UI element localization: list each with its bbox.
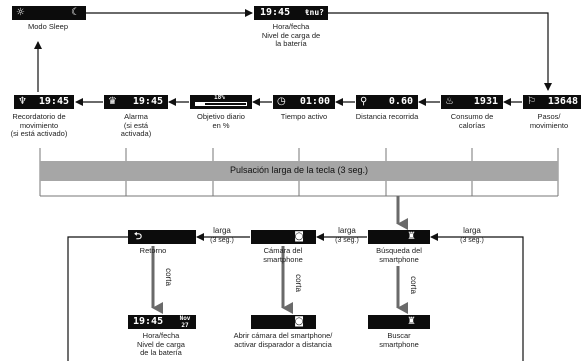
walking-icon: ⚐ bbox=[527, 96, 536, 107]
reminder-icon: ♆ bbox=[18, 96, 27, 107]
alarm-display: ♛ 19:45 bbox=[104, 95, 168, 109]
reminder-display: ♆ 19:45 bbox=[14, 95, 74, 109]
sleep-display: ☼ ☾ bbox=[12, 6, 86, 20]
calories-display: ♨ 1931 bbox=[441, 95, 503, 109]
larga-label-camera-back: larga (3 seg.) bbox=[210, 226, 234, 244]
battery-icon: ŧnu? bbox=[304, 8, 324, 17]
calories-icon: ♨ bbox=[445, 96, 454, 107]
goal-display: 18% bbox=[190, 94, 252, 109]
open-camera-display: ◙ bbox=[251, 315, 316, 329]
active-time-label: Tiempo activo bbox=[280, 112, 328, 121]
clock-icon: ◷ bbox=[277, 96, 286, 107]
camera-display: ◙ bbox=[251, 230, 316, 244]
larga-label-search-camera: larga (3 seg.) bbox=[335, 226, 359, 244]
long-press-bar bbox=[40, 161, 558, 181]
phone-search-icon: ♜ bbox=[407, 316, 416, 327]
goal-progress-track bbox=[195, 102, 247, 106]
back-label: Retorno bbox=[139, 246, 167, 255]
location-icon: ⚲ bbox=[360, 96, 368, 107]
corta-label-search: corta bbox=[409, 276, 418, 294]
arrow-back-to-reminder bbox=[67, 236, 128, 361]
time-date-top-label: Hora/fecha Nivel de carga de la batería bbox=[261, 22, 321, 48]
find-phone-display: ♜ bbox=[368, 315, 430, 329]
find-phone-label: Buscar smartphone bbox=[379, 331, 419, 349]
sleep-mode-label: Modo Sleep bbox=[27, 22, 69, 31]
camera-label: Cámara del smartphone bbox=[263, 246, 303, 264]
back-display: ⮌ bbox=[128, 230, 196, 244]
distance-display: ⚲ 0.60 bbox=[356, 95, 418, 109]
time-display-bottom: 19:45 Nov 27 bbox=[128, 315, 196, 329]
reminder-label: Recordatorio de movimiento (si está acti… bbox=[10, 112, 68, 138]
arrow-time-to-steps bbox=[328, 12, 552, 91]
distance-label: Distancia recorrida bbox=[355, 112, 419, 121]
time-date-bottom-label: Hora/fecha Nivel de carga de la batería bbox=[137, 331, 185, 357]
alarm-icon: ♛ bbox=[108, 96, 117, 107]
goal-progress-fill bbox=[196, 103, 205, 105]
camera-icon: ◙ bbox=[294, 316, 304, 327]
sun-icon: ☼ bbox=[16, 7, 25, 18]
arrow-loop-to-search bbox=[430, 233, 524, 361]
long-press-label: Pulsación larga de la tecla (3 seg.) bbox=[229, 165, 369, 175]
corta-label-camera: corta bbox=[294, 274, 303, 292]
search-label: Búsqueda del smartphone bbox=[376, 246, 422, 264]
date-battery-icon: Nov 27 bbox=[179, 315, 191, 329]
corta-label-back: corta bbox=[164, 268, 173, 286]
open-camera-label: Abrir cámara del smartphone/ activar dis… bbox=[233, 331, 333, 349]
alarm-label: Alarma (si está activada) bbox=[120, 112, 152, 138]
goal-label: Objetivo diario en % bbox=[197, 112, 245, 130]
back-arrow-icon: ⮌ bbox=[134, 231, 143, 242]
search-display: ♜ bbox=[368, 230, 430, 244]
active-time-display: ◷ 01:00 bbox=[273, 95, 335, 109]
steps-label: Pasos/ movimiento bbox=[529, 112, 569, 130]
phone-search-icon: ♜ bbox=[407, 231, 416, 242]
time-display-top: 19:45 ŧnu? bbox=[254, 6, 328, 20]
steps-display: ⚐ 13648 bbox=[523, 95, 581, 109]
calories-label: Consumo de calorías bbox=[450, 112, 494, 130]
moon-icon: ☾ bbox=[71, 7, 80, 18]
camera-icon: ◙ bbox=[294, 231, 304, 242]
larga-label-loop: larga (3 seg.) bbox=[460, 226, 484, 244]
